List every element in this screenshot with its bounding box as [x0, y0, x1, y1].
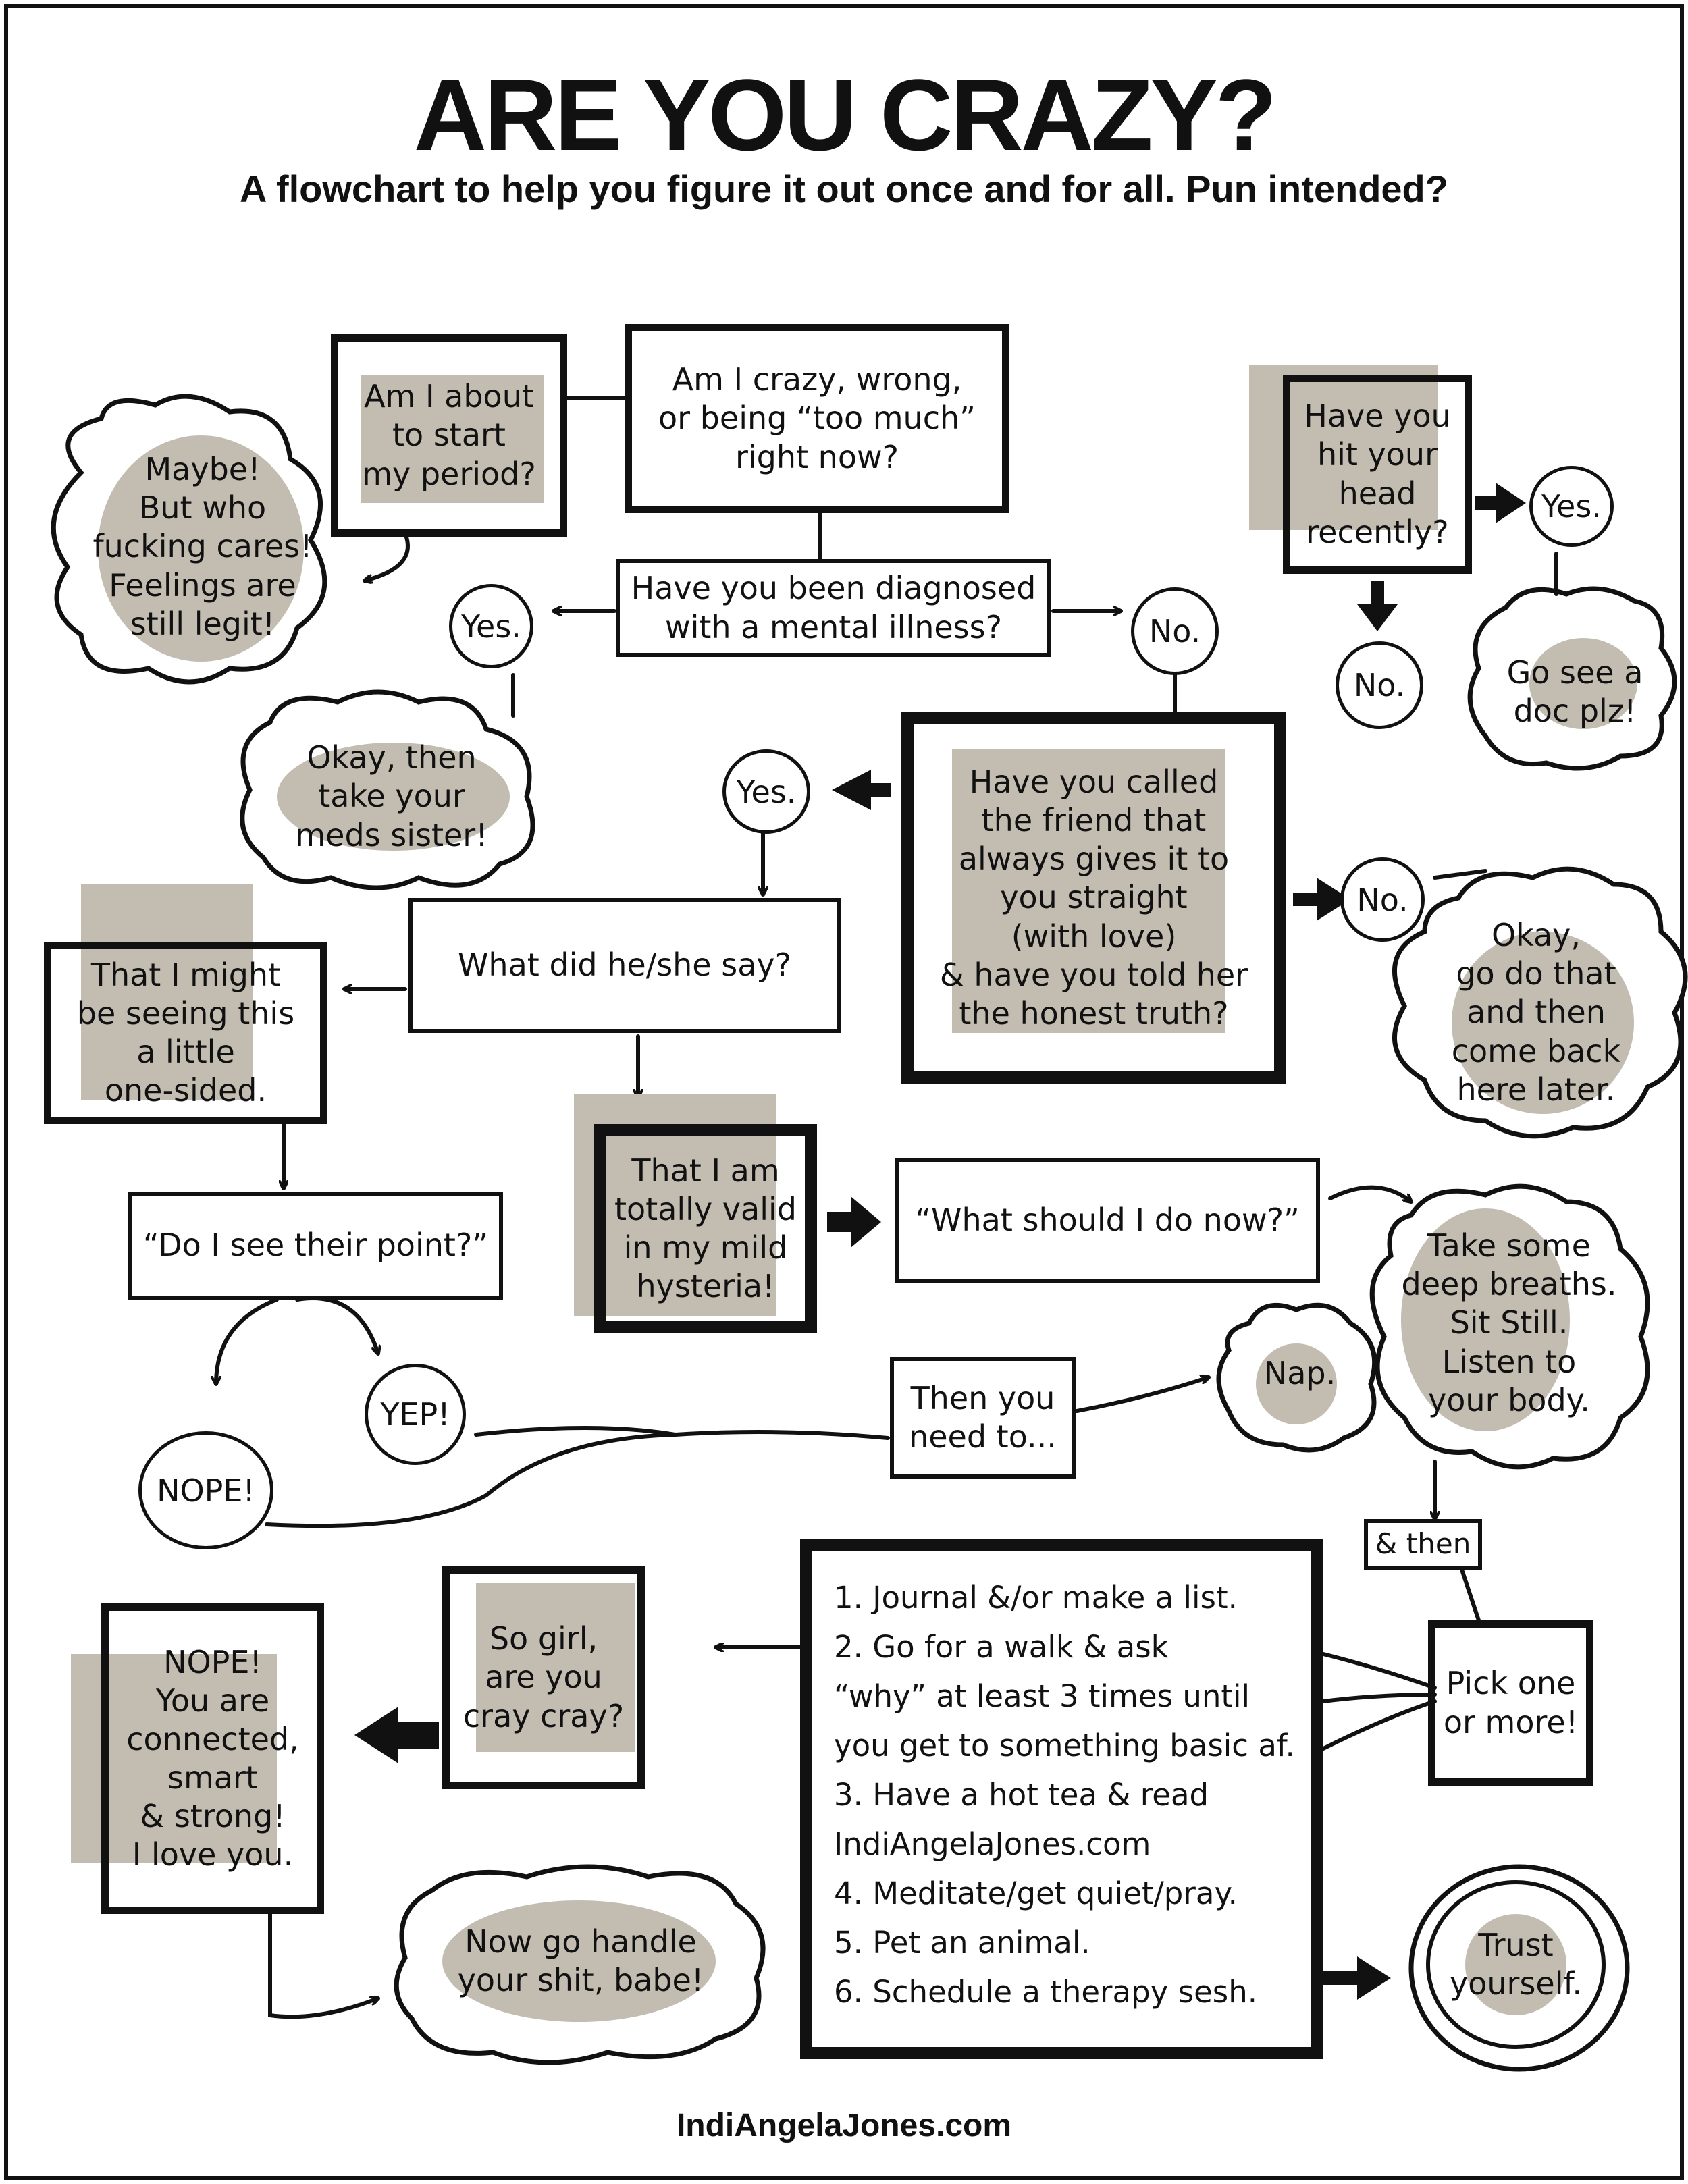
- node-no-2: No.: [1340, 857, 1425, 942]
- todo-item: 1. Journal &/or make a list.: [834, 1580, 1238, 1616]
- accent-one-sided: [81, 884, 253, 1100]
- node-called-friend: Have you called the friend that always g…: [901, 712, 1286, 1084]
- todo-list: 1. Journal &/or make a list. 2. Go for a…: [834, 1573, 1295, 2017]
- accent-hit-head: [1249, 365, 1438, 530]
- node-handle: Now go handle your shit, babe!: [457, 1923, 704, 1998]
- node-so-girl: So girl, are you cray cray?: [442, 1566, 645, 1789]
- todo-item: 6. Schedule a therapy sesh.: [834, 1974, 1258, 2010]
- todo-item: you get to something basic af.: [834, 1728, 1295, 1763]
- page-border: [4, 4, 1684, 2180]
- page-subtitle: A flowchart to help you figure it out on…: [240, 167, 1448, 210]
- node-one-sided: That I might be seeing this a little one…: [44, 942, 327, 1124]
- node-pick-one: Pick one or more!: [1428, 1620, 1593, 1786]
- accent-meds: [277, 743, 510, 851]
- node-yes-1: Yes.: [449, 584, 533, 668]
- todo-item: IndiAngelaJones.com: [834, 1826, 1151, 1862]
- node-do-now: “What should I do now?”: [895, 1158, 1320, 1283]
- node-yes-3: Yes.: [1529, 466, 1614, 547]
- accent-handle: [442, 1900, 716, 2022]
- accent-friend: [952, 749, 1225, 1033]
- todo-item: 4. Meditate/get quiet/pray.: [834, 1875, 1238, 1911]
- node-nope-big: NOPE! You are connected, smart & strong!…: [101, 1603, 324, 1914]
- node-see-doc: Go see a doc plz!: [1506, 654, 1643, 729]
- accent-nap: [1256, 1343, 1337, 1424]
- accent-so-girl: [476, 1583, 635, 1752]
- node-what-say: What did he/she say?: [408, 898, 841, 1033]
- node-valid: That I am totally valid in my mild hyste…: [594, 1124, 817, 1333]
- node-yes-2: Yes.: [722, 749, 810, 834]
- node-trust: Trust yourself.: [1450, 1926, 1582, 2002]
- node-need-to: Then you need to...: [890, 1357, 1076, 1479]
- node-hit-head: Have you hit your head recently?: [1283, 375, 1472, 574]
- node-meds: Okay, then take your meds sister!: [295, 739, 488, 853]
- node-crazy-wrong: Am I crazy, wrong, or being “too much” r…: [625, 324, 1009, 513]
- todo-item: 2. Go for a walk & ask: [834, 1629, 1169, 1665]
- todo-list-box: [800, 1539, 1323, 2059]
- trust-circle-inner: [1426, 1880, 1606, 2049]
- node-nope-small: NOPE!: [138, 1431, 273, 1549]
- accent-go-do-that: [1452, 932, 1634, 1114]
- node-period: Am I about to start my period?: [331, 334, 567, 537]
- node-and-then: & then: [1364, 1519, 1482, 1570]
- todo-item: “why” at least 3 times until: [834, 1678, 1250, 1714]
- accent-trust: [1465, 1914, 1566, 2015]
- accent-maybe: [98, 435, 304, 662]
- node-yep: YEP!: [365, 1364, 466, 1465]
- accent-period: [361, 375, 544, 503]
- node-maybe: Maybe! But who fucking cares! Feelings a…: [93, 451, 313, 642]
- node-breaths: Take some deep breaths. Sit Still. Liste…: [1401, 1227, 1617, 1418]
- node-nap: Nap.: [1263, 1355, 1336, 1392]
- node-see-point: “Do I see their point?”: [128, 1192, 503, 1300]
- todo-item: 5. Pet an animal.: [834, 1925, 1090, 1961]
- node-go-do-that: Okay, go do that and then come back here…: [1451, 917, 1621, 1108]
- node-no-3: No.: [1336, 641, 1423, 729]
- page-title: ARE YOU CRAZY?: [413, 58, 1277, 171]
- footer-website: IndiAngelaJones.com: [676, 2108, 1012, 2143]
- todo-item: 3. Have a hot tea & read: [834, 1777, 1209, 1813]
- node-no-1: No.: [1131, 587, 1219, 675]
- accent-see-doc: [1529, 638, 1637, 729]
- accent-breaths: [1401, 1208, 1570, 1431]
- node-diagnosed: Have you been diagnosed with a mental il…: [616, 559, 1051, 657]
